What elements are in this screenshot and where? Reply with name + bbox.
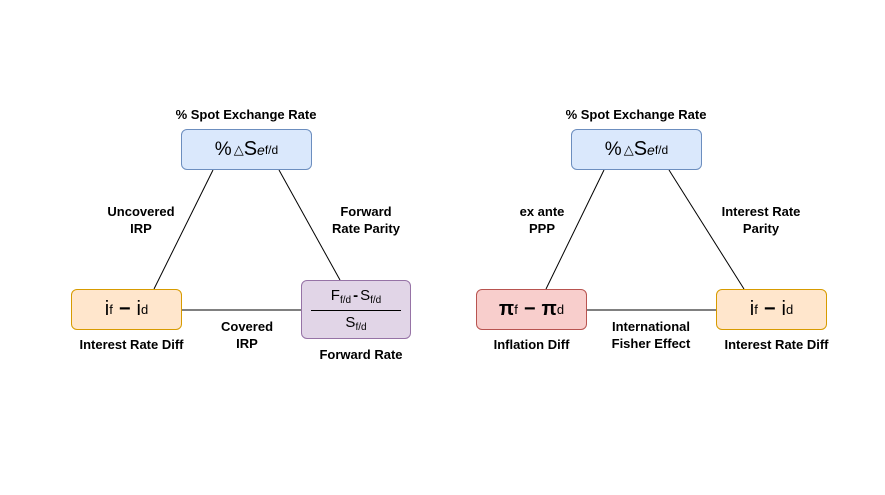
left-node-label-forward-rate: Forward Rate [319, 347, 403, 362]
den-subscript: f/d [355, 321, 367, 333]
minus-sign: − [118, 298, 131, 320]
fraction-denominator: Sf/d [345, 314, 366, 333]
den: S [345, 313, 356, 331]
right-node-label-inflation-diff: Inflation Diff [493, 337, 570, 352]
left-node-label-interest-rate-diff: Interest Rate Diff [79, 337, 184, 352]
term-a-subscript: f [514, 302, 518, 317]
num-a-subscript: f/d [339, 294, 352, 306]
edge-interest-rate-parity [668, 169, 745, 290]
spot-symbol: S [243, 138, 258, 160]
minus-sign: − [523, 298, 536, 320]
right-node-label-interest-rate-diff: Interest Rate Diff [724, 337, 829, 352]
num-b-subscript: f/d [370, 294, 382, 306]
term-a: i [749, 298, 755, 320]
forward-premium-fraction: Ff/d-Sf/d Sf/d [311, 287, 401, 333]
percent-sign: % [604, 138, 622, 160]
term-a-subscript: f [109, 302, 113, 317]
right-top-label: % Spot Exchange Rate [565, 107, 707, 122]
left-forward-rate-node: Ff/d-Sf/d Sf/d [301, 280, 411, 339]
minus-sign: - [353, 286, 359, 304]
delta-icon: △ [233, 141, 244, 157]
num-a: F [330, 286, 340, 304]
term-a: i [104, 298, 110, 320]
left-top-label: % Spot Exchange Rate [175, 107, 317, 122]
term-b-subscript: d [785, 302, 794, 317]
fraction-bar [311, 309, 401, 311]
term-b-subscript: d [140, 302, 149, 317]
term-a-subscript: f [754, 302, 758, 317]
spot-symbol: S [633, 138, 648, 160]
edge-ex-ante-ppp [545, 169, 605, 290]
minus-sign: − [763, 298, 776, 320]
num-b: S [360, 286, 371, 304]
spot-superscript: e [257, 141, 265, 158]
edge-uncovered-irp [153, 169, 214, 290]
term-a: π [498, 298, 515, 320]
term-b-subscript: d [556, 302, 565, 317]
spot-subscript: f/d [264, 142, 279, 157]
fraction-numerator: Ff/d-Sf/d [331, 287, 381, 306]
percent-sign: % [214, 138, 232, 160]
edge-forward-rate-parity [278, 169, 341, 281]
term-b: i [136, 298, 141, 320]
term-b: π [541, 298, 557, 320]
spot-subscript: f/d [654, 142, 669, 157]
term-b: i [781, 298, 786, 320]
spot-superscript: e [647, 141, 655, 158]
delta-icon: △ [623, 141, 634, 157]
